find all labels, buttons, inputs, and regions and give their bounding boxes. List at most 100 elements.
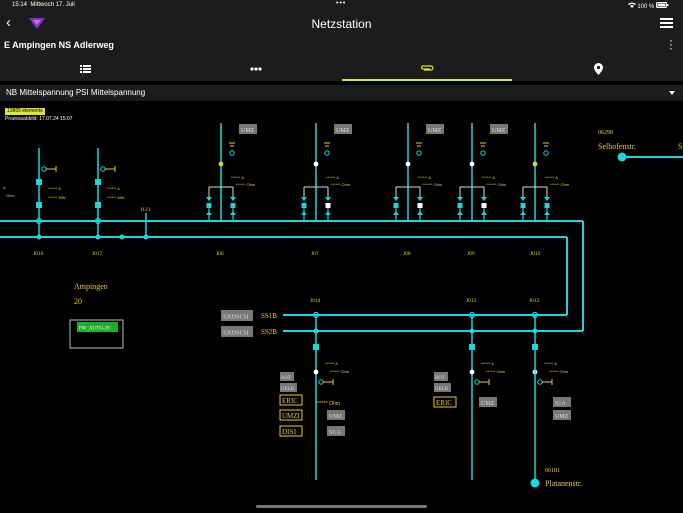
erdsch-label-2: ERDSCH — [223, 330, 249, 337]
erdsch-box-1 — [221, 310, 253, 321]
switch-node — [41, 166, 47, 172]
node-label-j012: J012 — [529, 298, 540, 304]
rot-label-2: ROT — [435, 376, 445, 381]
station-header: E Ampingen NS Adlerweg ··· — [0, 34, 683, 57]
fw-auto-box — [77, 322, 118, 332]
umz-label: UMZ — [428, 128, 442, 134]
umz-label: UMZ — [336, 128, 350, 134]
network-select[interactable]: NB Mittelspannung PSI Mittelspannung — [0, 85, 683, 101]
umz-box-j012 — [553, 410, 571, 420]
gelb-box-1 — [280, 383, 297, 392]
switch-node — [532, 161, 538, 167]
umz-label-j014: UMZ — [329, 414, 343, 420]
bus-tap — [95, 234, 101, 240]
amp-readout: ****** A — [107, 186, 120, 191]
station-label-cut: S — [678, 142, 682, 151]
mw-readout: ****** MW — [107, 195, 125, 200]
disconnector-icon — [230, 197, 236, 201]
rot-box-1 — [280, 372, 294, 381]
erdsch-label-1: ERDSCH — [223, 314, 249, 321]
node-j123-a — [119, 234, 125, 240]
ohm-readout: ****** Ohm — [486, 369, 506, 374]
umz-box — [490, 124, 508, 134]
network-select-value: NB Mittelspannung PSI Mittelspannung — [6, 88, 146, 97]
umz-label-j013: UMZ — [481, 401, 495, 407]
s1a-box — [553, 397, 571, 407]
amp-readout: ****** A — [325, 361, 338, 366]
battery-status: 100 % — [627, 2, 669, 10]
station-id-bottom: 06181 — [545, 468, 560, 474]
station-node-selhofenstr — [617, 152, 627, 162]
breaker-node — [95, 202, 101, 208]
nav-bar: ‹ Netzstation — [0, 12, 683, 34]
sua-label: SUA — [329, 430, 342, 436]
station-label-ampingen: Ampingen — [74, 282, 108, 291]
gelb-label-2: GELB — [435, 387, 449, 392]
gelb-box-2 — [434, 383, 451, 392]
fw-auto-frame — [69, 319, 124, 349]
amp-readout: ****** A — [544, 361, 557, 366]
dis1-label: DIS1 — [282, 428, 297, 436]
tab-more[interactable] — [171, 57, 341, 81]
breaker-node — [95, 179, 101, 185]
status-time: 15:14 Mittwoch 17. Juli — [12, 2, 75, 8]
status-bar: 15:14 Mittwoch 17. Juli ••• 100 % — [0, 0, 683, 12]
kebab-menu-icon[interactable]: ··· — [669, 33, 673, 55]
switch-node — [405, 161, 411, 167]
umz-box-j013 — [479, 397, 497, 407]
amp-readout: ****** A — [545, 175, 558, 180]
breaker-node — [313, 344, 319, 350]
page-title: Netzstation — [311, 17, 372, 31]
tab-bar — [0, 57, 683, 81]
gelb-label-1: GELB — [281, 387, 295, 392]
s1a-label: S1A — [555, 401, 566, 407]
disconnector-icon — [393, 197, 399, 201]
amp-readout: ****** A — [418, 175, 431, 180]
list-icon — [79, 65, 91, 73]
switch-node — [100, 166, 106, 172]
location-pin-icon — [593, 63, 603, 75]
process-timestamp: Prozessabbild: 17.07.24 15:07 — [5, 116, 73, 122]
node-label-j013: J013 — [466, 298, 477, 304]
ohm-readout: ****** Ohm — [549, 369, 569, 374]
eric-box-2 — [433, 396, 457, 408]
disconnector-icon — [520, 197, 526, 201]
node-label-j09: J09 — [467, 251, 475, 257]
hamburger-menu-icon[interactable] — [660, 18, 673, 30]
disconnector-icon — [544, 197, 550, 201]
breaker-node — [469, 344, 475, 350]
tab-location[interactable] — [513, 57, 683, 81]
rot-label-1: ROT — [281, 376, 291, 381]
dis1-box — [279, 425, 303, 437]
bus-tap — [36, 234, 42, 240]
ohm-readout: ****** Ohm — [331, 182, 351, 187]
disconnector-icon — [481, 197, 487, 201]
disconnector-icon — [457, 197, 463, 201]
switch-node — [469, 161, 475, 167]
eric-box-1 — [279, 394, 303, 406]
amp-readout: ****** A — [48, 186, 61, 191]
station-label-selhofenstr: Selhofenstr. — [598, 142, 636, 151]
node-label-j07: J07 — [311, 251, 319, 257]
fw-auto-label: FW_AUTO-20. — [79, 327, 111, 332]
breaker-node — [36, 179, 42, 185]
disconnector-icon — [206, 197, 212, 201]
node-label-j06: J06 — [216, 251, 224, 257]
tab-attachment[interactable] — [342, 57, 512, 81]
left-cut-ohm: Ohm — [6, 193, 15, 198]
node-label-j08: J08 — [403, 251, 411, 257]
bus-tap — [94, 217, 102, 225]
node-label-j017: J017 — [92, 251, 103, 257]
station-label-platanenstr: Platanenstr. — [545, 479, 582, 488]
node-label-j010: J010 — [530, 251, 541, 257]
ohm-readout: ****** Ohm — [487, 182, 507, 187]
attachment-icon — [420, 65, 434, 71]
tab-list[interactable] — [0, 57, 170, 81]
left-cut-amp: A — [3, 185, 6, 190]
ohm-readout: ****** Ohm — [330, 369, 350, 374]
multitask-dots[interactable]: ••• — [336, 0, 347, 7]
back-chevron-icon[interactable]: ‹ — [6, 14, 11, 31]
station-node-platanenstr — [530, 478, 540, 488]
station-name: E Ampingen NS Adlerweg — [4, 40, 114, 50]
